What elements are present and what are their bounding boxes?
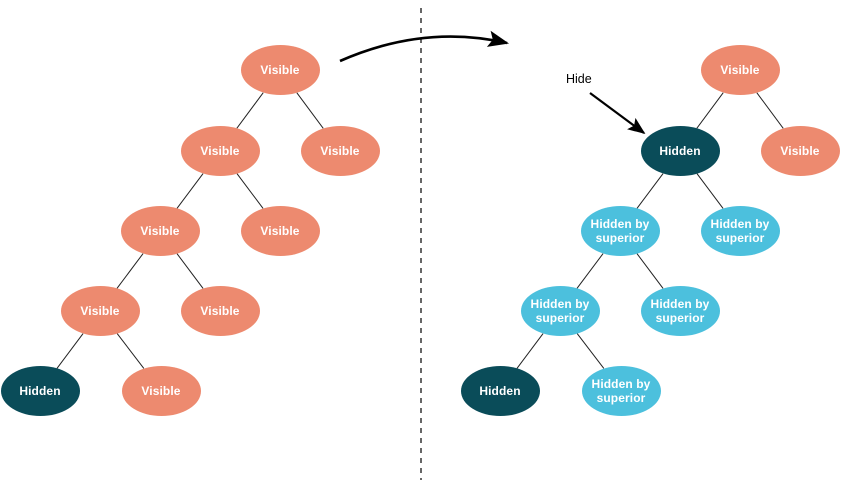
tree-edge <box>516 333 544 369</box>
tree-edge <box>116 333 145 369</box>
tree-node-label: Hidden <box>659 144 701 158</box>
tree-edge <box>176 173 204 209</box>
tree-node-label: Visible <box>260 63 300 77</box>
tree-edge <box>116 253 144 289</box>
tree-node-label: Hidden <box>19 384 61 398</box>
tree-node-visible[interactable]: Visible <box>180 126 260 176</box>
tree-edge <box>756 92 784 129</box>
tree-node-label: Hidden by superior <box>710 217 770 245</box>
tree-node-hidden[interactable]: Hidden <box>0 366 80 416</box>
tree-node-visible[interactable]: Visible <box>240 45 320 95</box>
tree-edge <box>296 92 324 129</box>
tree-node-label: Visible <box>200 304 240 318</box>
tree-node-label: Visible <box>720 63 760 77</box>
tree-edge <box>236 173 264 209</box>
tree-node-label: Visible <box>200 144 240 158</box>
tree-node-label: Visible <box>320 144 360 158</box>
tree-node-visible[interactable]: Visible <box>120 206 200 256</box>
tree-node-hidden-by-superior[interactable]: Hidden by superior <box>520 286 600 336</box>
tree-edge <box>176 253 204 289</box>
tree-node-label: Visible <box>80 304 120 318</box>
tree-edge <box>576 333 605 369</box>
tree-node-hidden[interactable]: Hidden <box>460 366 540 416</box>
tree-node-hidden-by-superior[interactable]: Hidden by superior <box>640 286 720 336</box>
tree-node-label: Visible <box>140 224 180 238</box>
tree-node-hidden-by-superior[interactable]: Hidden by superior <box>580 206 660 256</box>
tree-node-hidden[interactable]: Hidden <box>640 126 720 176</box>
tree-edge <box>696 173 724 209</box>
tree-node-visible[interactable]: Visible <box>700 45 780 95</box>
tree-edge <box>56 333 84 369</box>
tree-node-visible[interactable]: Visible <box>300 126 380 176</box>
hide-arrow <box>589 92 646 135</box>
tree-edge <box>696 92 724 129</box>
tree-node-label: Hidden <box>479 384 521 398</box>
tree-node-label: Hidden by superior <box>530 297 590 325</box>
tree-edge <box>636 253 664 289</box>
tree-node-visible[interactable]: Visible <box>60 286 140 336</box>
hide-annotation-label: Hide <box>566 72 592 86</box>
tree-node-label: Hidden by superior <box>650 297 710 325</box>
tree-node-visible[interactable]: Visible <box>121 366 201 416</box>
tree-node-hidden-by-superior[interactable]: Hidden by superior <box>581 366 661 416</box>
tree-node-label: Visible <box>141 384 181 398</box>
curved-transition-arrow <box>339 30 510 63</box>
tree-edge <box>636 173 664 209</box>
tree-node-hidden-by-superior[interactable]: Hidden by superior <box>700 206 780 256</box>
tree-node-label: Visible <box>260 224 300 238</box>
tree-node-visible[interactable]: Visible <box>760 126 840 176</box>
tree-edge <box>236 92 264 129</box>
tree-node-visible[interactable]: Visible <box>240 206 320 256</box>
tree-node-visible[interactable]: Visible <box>180 286 260 336</box>
tree-node-label: Hidden by superior <box>590 217 650 245</box>
tree-node-label: Hidden by superior <box>591 377 651 405</box>
tree-edge <box>576 253 604 289</box>
tree-node-label: Visible <box>780 144 820 158</box>
